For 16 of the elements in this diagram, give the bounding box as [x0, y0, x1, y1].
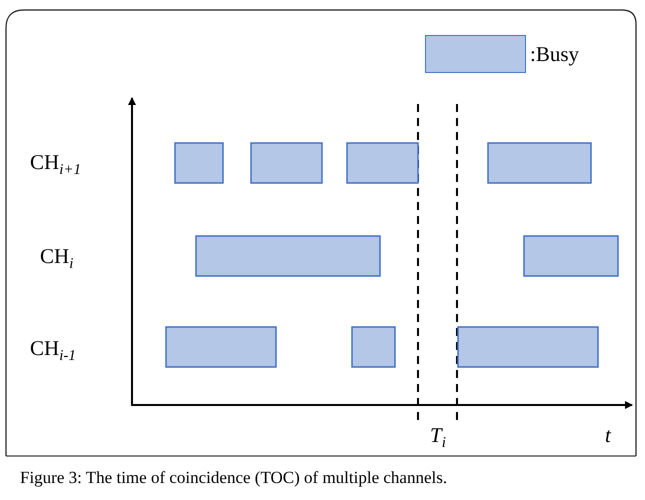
busy-block	[165, 326, 277, 368]
busy-block	[174, 142, 224, 184]
busy-block	[487, 142, 592, 184]
figure-caption: Figure 3: The time of coincidence (TOC) of multiple channels.	[20, 468, 448, 488]
busy-block	[351, 326, 396, 368]
busy-block	[346, 142, 419, 184]
busy-block	[457, 326, 599, 368]
busy-block	[523, 235, 619, 277]
legend-label: :Busy	[530, 42, 580, 67]
axis-label: t	[605, 425, 611, 446]
channel-label: CH$_{i+1}$	[30, 152, 81, 178]
channel-label: CH$_{i-1}$	[30, 338, 76, 364]
busy-block	[195, 235, 381, 277]
channel-label: CH$_{i}$	[40, 246, 74, 272]
interval-label: T$_{i}$	[430, 425, 446, 452]
busy-block	[250, 142, 323, 184]
